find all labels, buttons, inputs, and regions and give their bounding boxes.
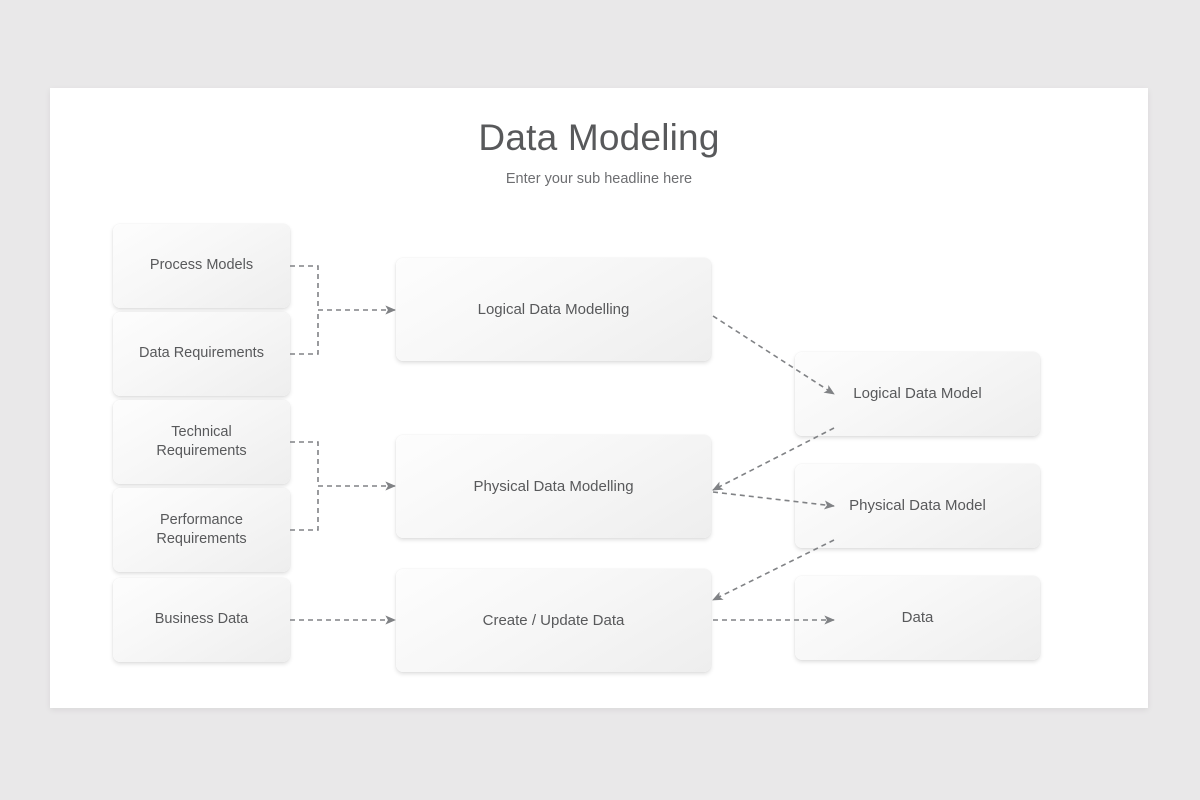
accent-cap-teal bbox=[793, 457, 1042, 471]
connector-process-models bbox=[290, 265, 319, 310]
node-label: Business Data bbox=[154, 611, 249, 628]
accent-cap-yellow bbox=[111, 217, 292, 231]
node-label: Logical Data Modelling bbox=[477, 300, 630, 318]
node-label: Create / Update Data bbox=[482, 611, 625, 629]
accent-cap-teal bbox=[793, 345, 1042, 359]
slide-canvas: Data Modeling Enter your sub headline he… bbox=[50, 88, 1148, 708]
node-physical-data-model[interactable]: Physical Data Model bbox=[793, 457, 1042, 548]
node-physical-data-modelling[interactable]: Physical Data Modelling bbox=[394, 428, 713, 538]
node-data[interactable]: Data bbox=[793, 569, 1042, 660]
node-label: Physical Data Modelling bbox=[473, 477, 634, 495]
node-create-update-data[interactable]: Create / Update Data bbox=[394, 562, 713, 672]
node-label: Data bbox=[901, 609, 934, 627]
node-label: Data Requirements bbox=[139, 345, 264, 362]
accent-cap-orange bbox=[394, 562, 713, 576]
node-logical-data-model[interactable]: Logical Data Model bbox=[793, 345, 1042, 436]
accent-cap-yellow bbox=[111, 571, 292, 585]
node-label: Physical Data Model bbox=[849, 497, 986, 515]
accent-cap-teal bbox=[793, 569, 1042, 583]
node-business-data[interactable]: Business Data bbox=[111, 571, 292, 662]
connector-data-requirements bbox=[290, 310, 319, 355]
node-label: Logical Data Model bbox=[853, 385, 982, 403]
page-title: Data Modeling bbox=[478, 117, 720, 158]
node-logical-data-modelling[interactable]: Logical Data Modelling bbox=[394, 251, 713, 361]
node-process-models[interactable]: Process Models bbox=[111, 217, 292, 308]
node-label: Process Models bbox=[149, 257, 254, 274]
accent-cap-orange bbox=[394, 428, 713, 442]
page-subtitle: Enter your sub headline here bbox=[505, 171, 693, 187]
connector-technical-requirements bbox=[290, 441, 319, 486]
accent-cap-orange bbox=[394, 251, 713, 265]
node-data-requirements[interactable]: Data Requirements bbox=[111, 305, 292, 396]
connector-performance-requirements bbox=[290, 486, 319, 531]
